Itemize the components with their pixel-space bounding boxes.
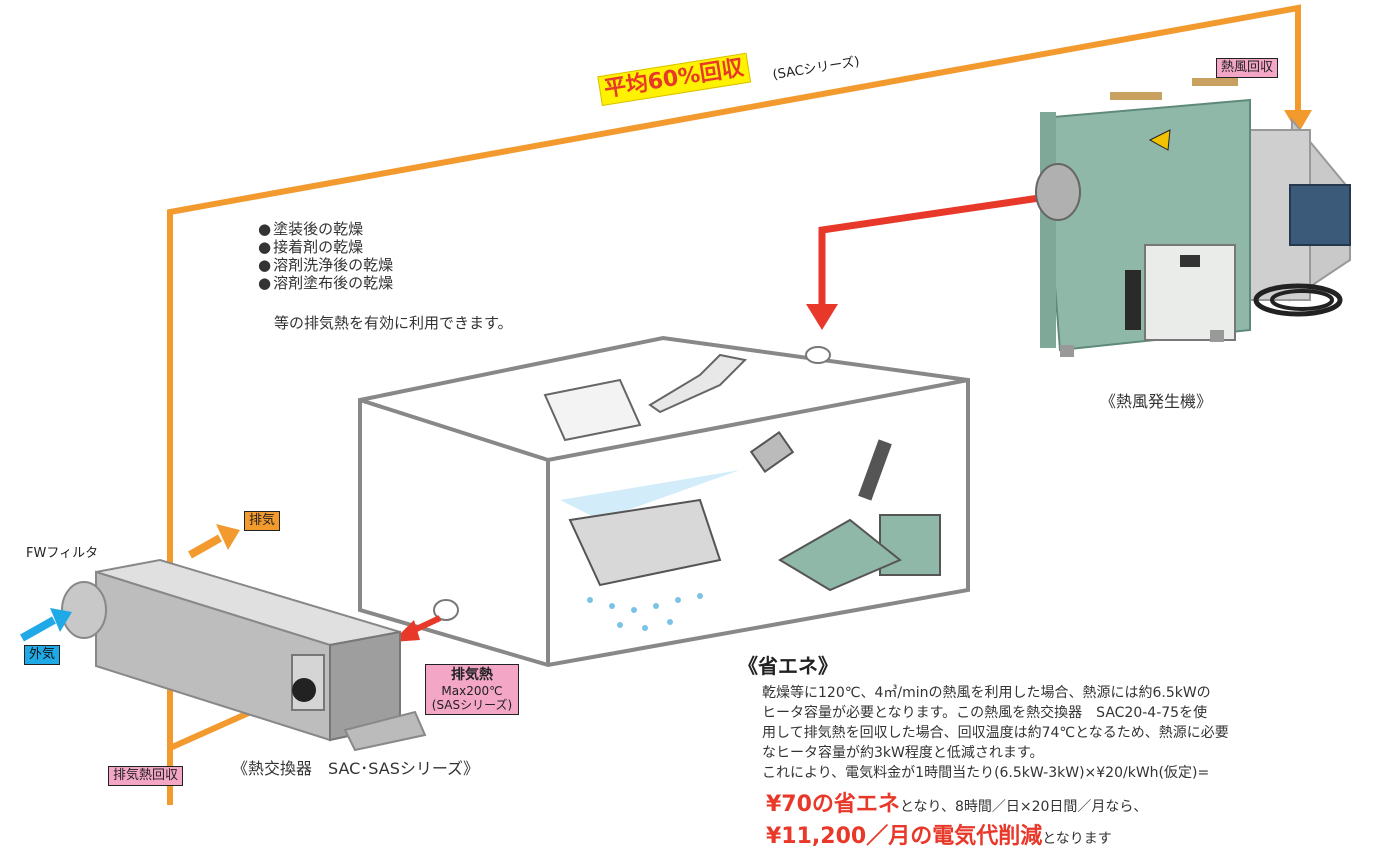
- application-item: 塗装後の乾燥: [258, 220, 393, 238]
- exhaust-line: [188, 534, 222, 559]
- outside-air-tag: 外気: [24, 645, 61, 665]
- recovery-duct-line: [167, 4, 1301, 805]
- hot-air-supply-line: [818, 191, 1061, 310]
- exhaust-heat-box: 排気熱 Max200℃ (SASシリーズ): [425, 664, 519, 715]
- chamber-items: [543, 353, 941, 631]
- exhaust-tag: 排気: [244, 511, 281, 531]
- energy-saving-body: 乾燥等に120℃、4㎥/minの熱風を利用した場合、熱源には約6.5kWの ヒー…: [762, 683, 1362, 783]
- outside-air-line: [20, 616, 56, 642]
- application-item: 溶剤洗浄後の乾燥: [258, 256, 393, 274]
- applications-list: 塗装後の乾燥 接着剤の乾燥 溶剤洗浄後の乾燥 溶剤塗布後の乾燥: [258, 220, 393, 292]
- exhaust-arrowhead: [216, 524, 240, 550]
- fw-filter-shape: [61, 581, 107, 639]
- exhaust-heat-recovery-tag: 排気熱回収: [108, 766, 184, 786]
- drying-chamber: [358, 335, 970, 668]
- energy-saving-line: これにより、電気料金が1時間当たり(6.5kW-3kW)×¥20/kWh(仮定)…: [762, 765, 1210, 781]
- energy-saving-result-2-big: ¥11,200／月の電気代削減: [766, 824, 1043, 849]
- energy-saving-result-1-rest: となり、8時間／日×20日間／月なら、: [899, 799, 1148, 815]
- chamber-outlet-vent: [433, 599, 459, 621]
- exhaust-heat-max-temp: Max200℃: [441, 684, 503, 698]
- energy-saving-result-2: ¥11,200／月の電気代削減となります: [766, 818, 1112, 850]
- exhaust-heat-series: (SASシリーズ): [431, 698, 513, 712]
- hot-air-recovery-tag: 熱風回収: [1216, 58, 1279, 78]
- heat-exchanger-caption: 《熱交換器 SAC･SASシリーズ》: [232, 759, 480, 778]
- hot-air-generator: [1035, 78, 1351, 357]
- energy-saving-line: なヒータ容量が約3kW程度と低減されます。: [762, 745, 1044, 761]
- applications-note: 等の排気熱を有効に利用できます。: [274, 314, 513, 332]
- heat-exchanger: [61, 558, 427, 752]
- chamber-inlet-vent: [805, 346, 831, 364]
- heat-generator-caption: 《熱風発生機》: [1100, 392, 1213, 411]
- energy-saving-title: 《省エネ》: [738, 654, 838, 678]
- energy-saving-result-2-rest: となります: [1042, 831, 1112, 847]
- exhaust-heat-title: 排気熱: [451, 667, 493, 683]
- energy-saving-line: 乾燥等に120℃、4㎥/minの熱風を利用した場合、熱源には約6.5kWの: [762, 685, 1211, 701]
- energy-saving-result-1-big: ¥70の省エネ: [766, 792, 900, 817]
- application-item: 接着剤の乾燥: [258, 238, 393, 256]
- energy-saving-result-1: ¥70の省エネとなり、8時間／日×20日間／月なら、: [766, 786, 1147, 818]
- hot-air-supply-arrowhead: [806, 304, 838, 330]
- energy-saving-line: 用して排気熱を回収した場合、回収温度は約74℃となるため、熱源に必要: [762, 725, 1229, 741]
- fw-filter-label: FWフィルタ: [26, 546, 99, 561]
- outside-air-arrowhead: [50, 608, 72, 632]
- application-item: 溶剤塗布後の乾燥: [258, 274, 393, 292]
- energy-saving-line: ヒータ容量が必要となります。この熱風を熱交換器 SAC20-4-75を使: [762, 705, 1208, 721]
- recovery-duct-arrowhead: [1284, 110, 1312, 134]
